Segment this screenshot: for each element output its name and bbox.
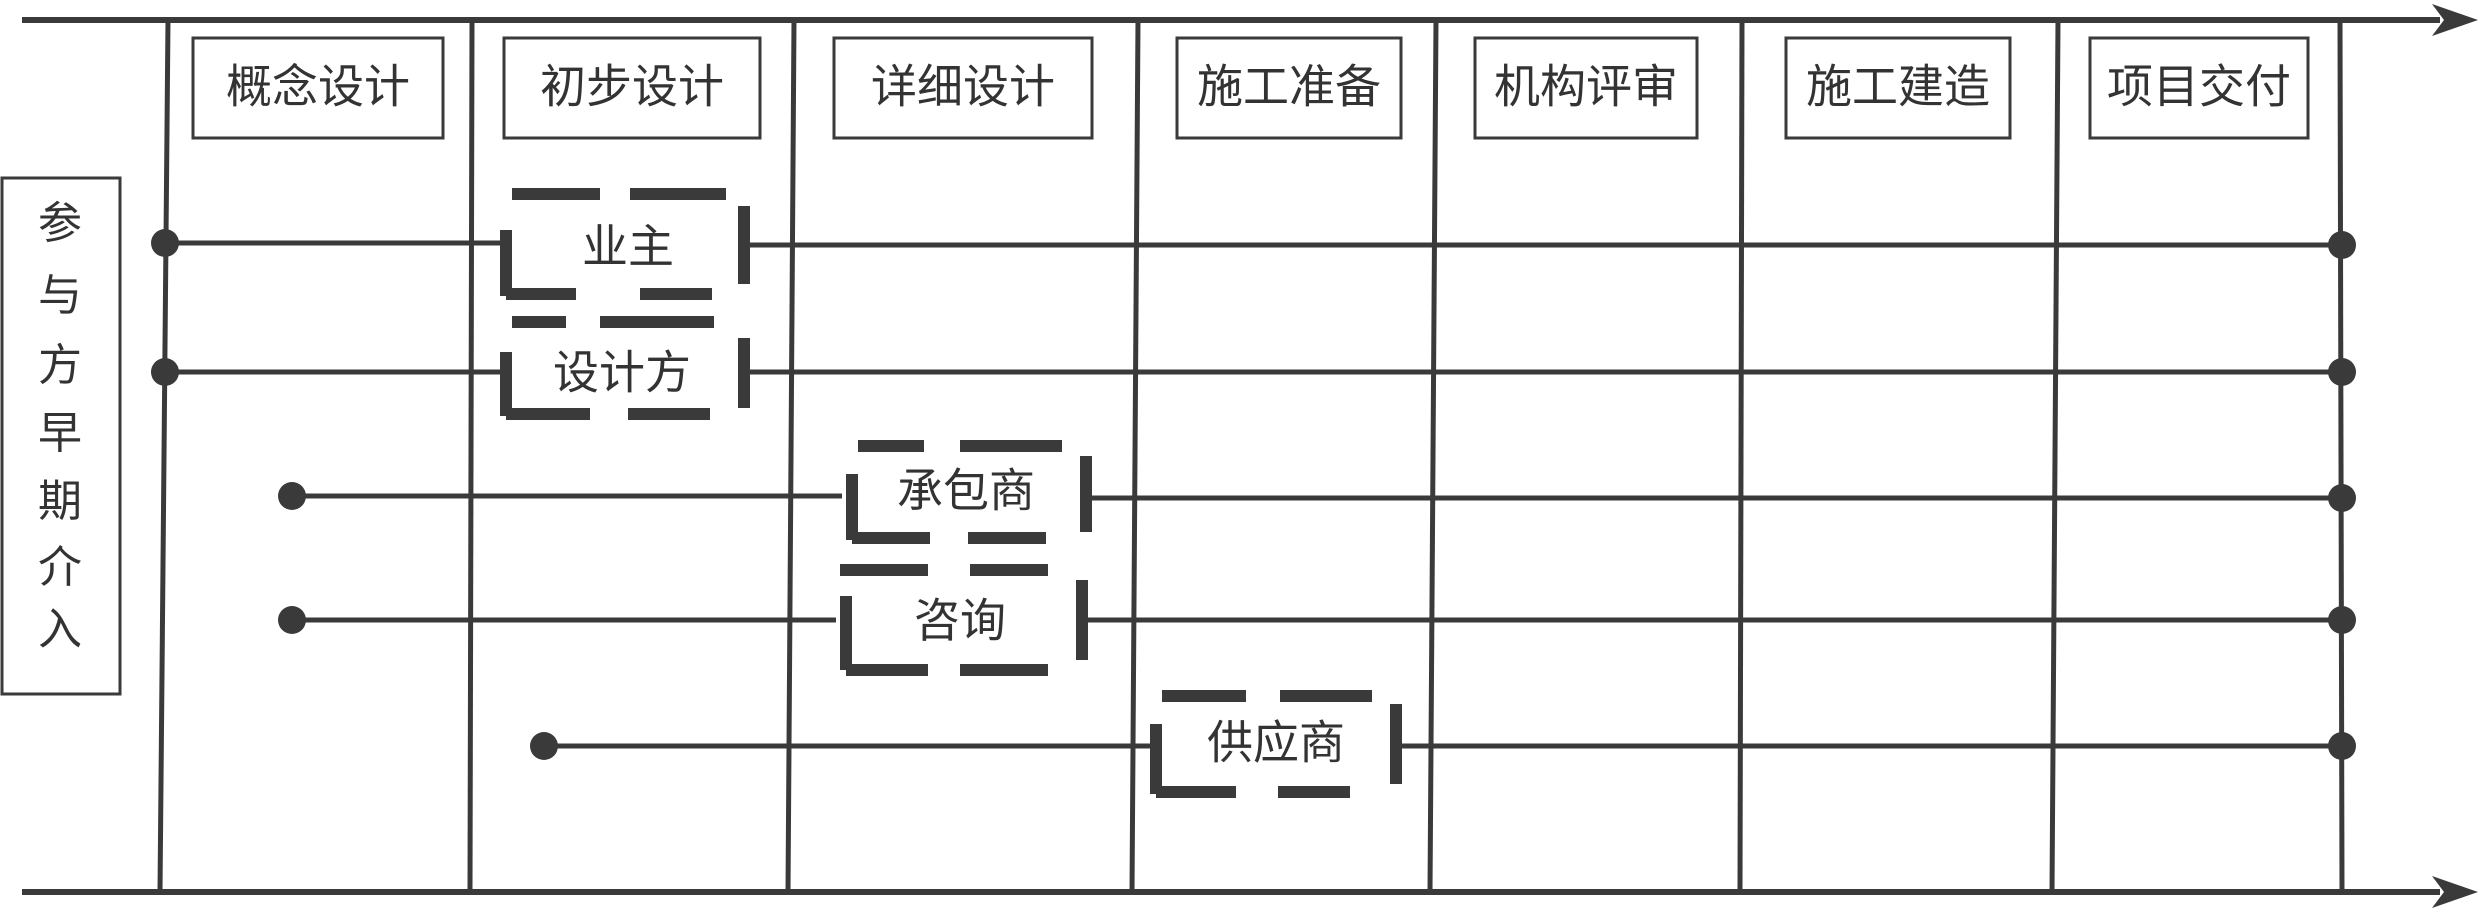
phase-gridline <box>2337 19 2345 893</box>
phase-gridline <box>785 19 797 893</box>
phase-label: 施工准备 <box>1197 60 1381 114</box>
phase-headers: 概念设计 初步设计 详细设计 施工准备 机构评审 施工建造 项目交付 <box>191 36 2310 140</box>
phase-header-7: 项目交付 <box>2088 36 2310 140</box>
participant-label-box <box>500 316 750 420</box>
end-dot <box>2328 231 2356 259</box>
participant-row-consultant: 咨询 <box>278 564 2356 676</box>
start-dot <box>151 358 179 386</box>
end-dot <box>2328 606 2356 634</box>
phase-gridline <box>1427 19 1439 893</box>
participant-row-contractor: 承包商 <box>278 440 2356 544</box>
participant-row-designer: 设计方 <box>151 316 2356 420</box>
phase-label: 机构评审 <box>1494 60 1678 114</box>
side-label-char: 参 <box>38 198 82 249</box>
start-dot <box>530 732 558 760</box>
top-time-arrow <box>22 4 2478 36</box>
end-dot <box>2328 484 2356 512</box>
side-label-char: 介 <box>38 542 82 593</box>
phase-gridline <box>1129 19 1141 893</box>
side-label-box: 参 与 方 早 期 介 入 <box>0 176 122 696</box>
start-dot <box>278 606 306 634</box>
side-label-char: 方 <box>38 340 82 391</box>
participant-row-supplier: 供应商 <box>530 690 2356 798</box>
phase-label: 初步设计 <box>540 60 724 114</box>
participant-label-box <box>840 564 1088 676</box>
phase-label: 概念设计 <box>226 60 410 114</box>
side-label-char: 期 <box>38 476 82 527</box>
phase-gridline <box>157 19 171 893</box>
phase-header-1: 概念设计 <box>191 36 445 140</box>
side-label-char: 早 <box>38 408 82 459</box>
phase-label: 施工建造 <box>1806 60 1990 114</box>
start-dot <box>151 229 179 257</box>
participant-label-box <box>500 188 750 300</box>
side-label-char: 与 <box>38 270 82 321</box>
participant-label: 咨询 <box>914 594 1006 648</box>
participant-label: 承包商 <box>897 464 1035 518</box>
participant-label: 设计方 <box>553 346 691 400</box>
phase-header-3: 详细设计 <box>832 36 1094 140</box>
phase-label: 详细设计 <box>871 60 1055 114</box>
participant-label: 业主 <box>582 220 674 274</box>
phase-gridline <box>467 19 475 893</box>
phase-header-6: 施工建造 <box>1784 36 2012 140</box>
participant-row-owner: 业主 <box>151 188 2356 300</box>
participant-label: 供应商 <box>1207 716 1345 770</box>
side-label-char: 入 <box>38 604 82 655</box>
phase-gridline <box>2049 19 2061 893</box>
start-dot <box>278 482 306 510</box>
phase-header-4: 施工准备 <box>1175 36 1403 140</box>
end-dot <box>2328 358 2356 386</box>
end-dot <box>2328 732 2356 760</box>
bottom-time-arrow <box>22 876 2478 908</box>
participant-label-box <box>846 440 1092 544</box>
phase-gridline <box>1737 19 1745 893</box>
phase-label: 项目交付 <box>2107 60 2291 114</box>
phase-header-2: 初步设计 <box>502 36 762 140</box>
participant-label-box <box>1150 690 1402 798</box>
phase-header-5: 机构评审 <box>1473 36 1699 140</box>
